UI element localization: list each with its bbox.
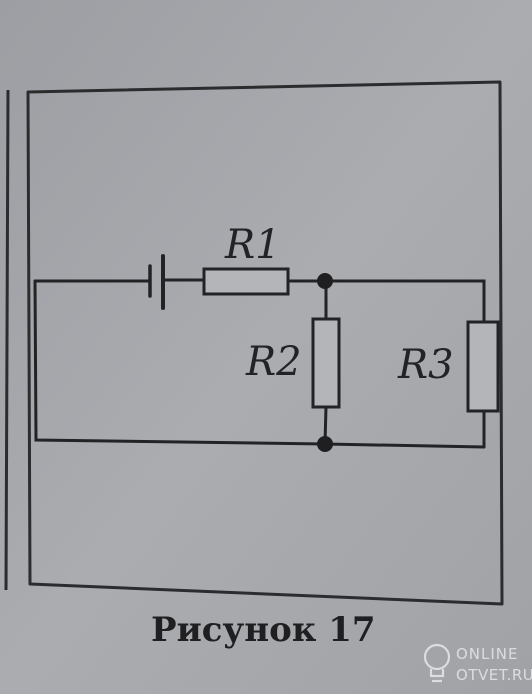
resistor-r3: [466, 320, 500, 413]
figure-caption: Рисунок 17: [151, 610, 376, 650]
wire-bottom: [33, 279, 486, 449]
resistor-r2: [311, 317, 341, 409]
label-r3: R3: [397, 342, 454, 388]
adjacent-frame-edge: [4, 89, 10, 591]
junction-node-top: [317, 273, 333, 289]
label-r1: R1: [224, 222, 281, 268]
label-r2: R2: [245, 339, 302, 385]
figure-frame: [26, 80, 504, 606]
watermark-line1: ONLINE: [456, 645, 519, 663]
resistor-r1: [202, 267, 290, 296]
junction-node-bottom: [317, 436, 333, 452]
lightbulb-icon: [423, 643, 451, 683]
circuit: [33, 254, 500, 449]
watermark: ONLINE OTVET.RU: [423, 643, 532, 684]
wire-r1-right: [286, 279, 486, 324]
watermark-line2: OTVET.RU: [456, 666, 532, 684]
